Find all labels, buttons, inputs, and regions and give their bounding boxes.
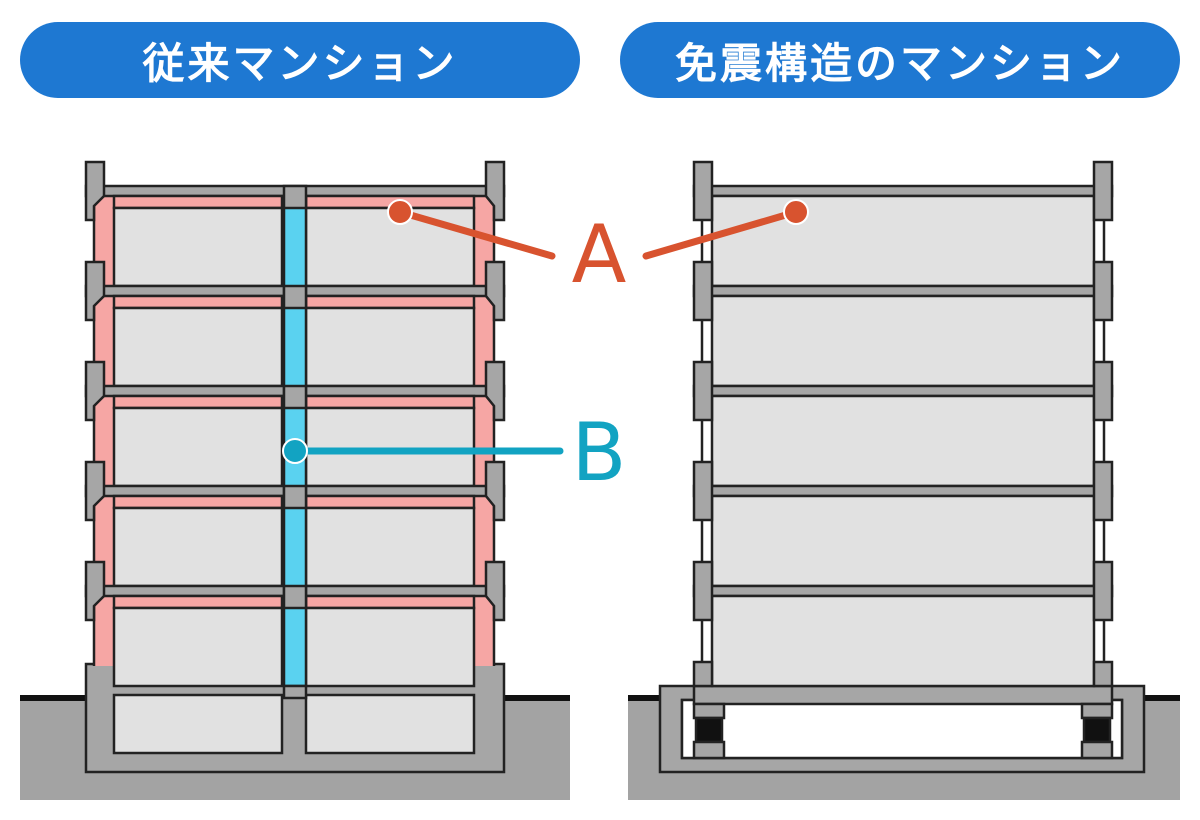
room-left-1b bbox=[304, 606, 476, 688]
room-right-5 bbox=[710, 194, 1096, 288]
basement-room-left-1 bbox=[112, 693, 284, 755]
room-left-3a bbox=[112, 406, 284, 488]
base-slab-right bbox=[692, 684, 1114, 706]
exterior-brackets-right bbox=[692, 160, 1114, 688]
room-left-4a bbox=[112, 306, 284, 388]
damaged-wall-right-outer bbox=[474, 196, 494, 666]
room-left-2b bbox=[304, 506, 476, 588]
room-left-3b bbox=[304, 406, 476, 488]
isolated-building bbox=[628, 160, 1180, 800]
floors-right bbox=[692, 184, 1114, 688]
room-right-1 bbox=[710, 594, 1096, 688]
callout-a-leader-left bbox=[396, 208, 556, 260]
seismic-isolator-right bbox=[1082, 716, 1112, 744]
callout-a-leader-right bbox=[642, 208, 800, 260]
room-left-5a bbox=[112, 206, 284, 288]
callout-a-dot-right bbox=[783, 199, 809, 225]
basement-room-left-2 bbox=[304, 693, 476, 755]
callout-a: A bbox=[387, 199, 809, 301]
room-right-2 bbox=[710, 494, 1096, 588]
callout-b: B bbox=[282, 406, 627, 499]
seismic-isolator-left bbox=[694, 716, 724, 744]
exterior-brackets-left bbox=[84, 160, 506, 622]
room-right-3 bbox=[710, 394, 1096, 488]
conventional-building bbox=[20, 160, 570, 800]
room-right-4 bbox=[710, 294, 1096, 388]
room-left-2a bbox=[112, 506, 284, 588]
header-seismic-isolation-mansion: 免震構造のマンション bbox=[620, 22, 1180, 98]
callout-b-label: B bbox=[572, 406, 627, 499]
room-left-1a bbox=[112, 606, 284, 688]
room-left-4b bbox=[304, 306, 476, 388]
callout-a-label: A bbox=[572, 208, 627, 301]
callout-b-dot bbox=[282, 438, 308, 464]
header-conventional-mansion: 従来マンション bbox=[20, 22, 580, 98]
callout-a-dot-left bbox=[387, 199, 413, 225]
damaged-wall-left-outer bbox=[94, 196, 114, 666]
floors-left bbox=[84, 184, 506, 688]
